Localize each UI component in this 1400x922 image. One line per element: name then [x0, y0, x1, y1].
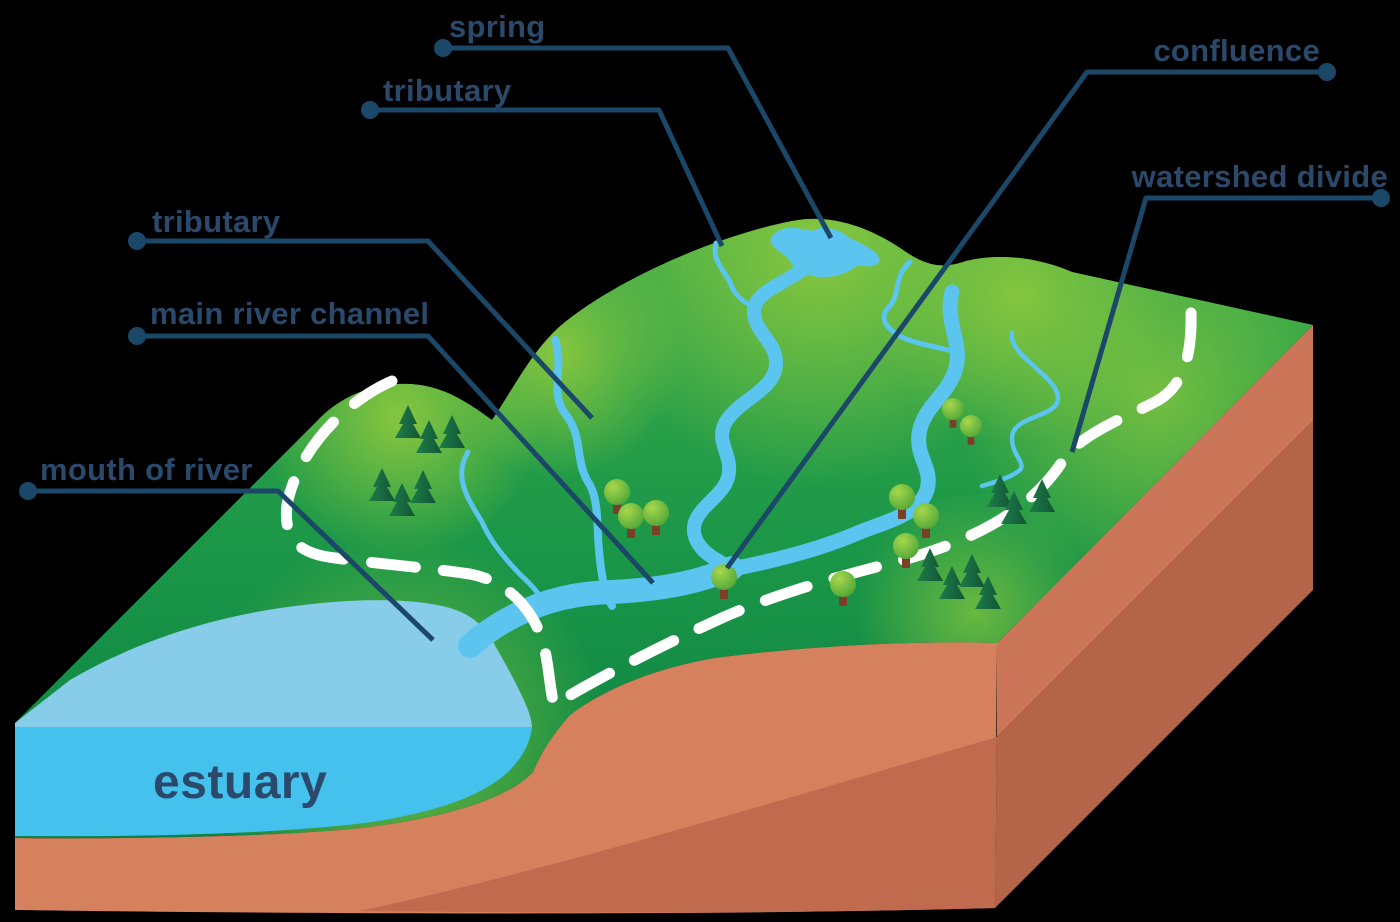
- estuary-front-face: [15, 727, 532, 837]
- main-river-upper: [686, 263, 809, 575]
- watershed-divide-leader-dot: [1372, 189, 1390, 207]
- right-feeder-stream: [881, 259, 960, 355]
- tributary-top-leader-line: [370, 107, 725, 248]
- soil-side-face-lower: [995, 421, 1313, 908]
- tributary-top-label: tributary: [383, 73, 512, 108]
- confluence-leader-dot: [1318, 63, 1336, 81]
- leader-lines: [19, 39, 1390, 642]
- tributary-top-leader-dot: [361, 101, 379, 119]
- far-right-stream: [979, 330, 1061, 489]
- right-river: [734, 284, 965, 575]
- watershed-divide-line: [280, 306, 1197, 714]
- river-system: [458, 227, 1061, 658]
- tributary-left-label: tributary: [152, 204, 281, 239]
- spring-leader-line: [443, 45, 834, 240]
- tributary-left-leader-dot: [128, 232, 146, 250]
- watershed-divide-leader-line: [1069, 195, 1381, 453]
- main-river-channel-leader-line: [137, 333, 655, 585]
- confluence-leader-line: [724, 69, 1327, 570]
- soil-side-face-upper: [997, 325, 1313, 737]
- tributary-left-leader-line: [137, 238, 594, 420]
- spring-label: spring: [449, 9, 546, 44]
- tributary-stream-left: [551, 336, 616, 610]
- combined-river-lower: [458, 556, 744, 658]
- estuary-water: [15, 600, 532, 837]
- spring-outlet-stream: [712, 240, 758, 311]
- left-hill-stream: [459, 449, 549, 609]
- main-river-channel-label: main river channel: [150, 296, 429, 331]
- watershed-divide-label: watershed divide: [1131, 159, 1388, 194]
- mouth-of-river-leader-line: [28, 488, 435, 642]
- spring-leader-dot: [434, 39, 452, 57]
- feature-labels: spring tributary confluence watershed di…: [40, 9, 1388, 809]
- estuary-label: estuary: [153, 756, 327, 809]
- spring-lake: [770, 227, 880, 278]
- main-river-channel-leader-dot: [128, 327, 146, 345]
- soil-front-face-lower: [360, 737, 997, 913]
- mouth-of-river-leader-dot: [19, 482, 37, 500]
- estuary-top-surface: [15, 600, 532, 727]
- mouth-of-river-label: mouth of river: [40, 452, 253, 487]
- confluence-label: confluence: [1153, 33, 1320, 68]
